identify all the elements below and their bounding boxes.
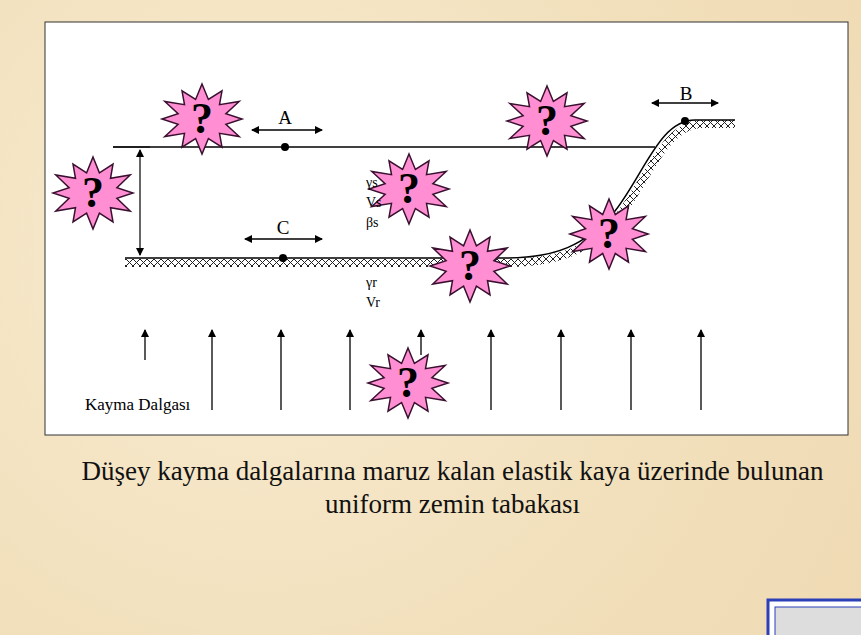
question-mark: ?	[425, 228, 515, 304]
dimension-tick	[113, 147, 150, 148]
question-mark: ?	[565, 197, 653, 271]
question-mark: ?	[363, 346, 453, 420]
motion-arrow-c	[245, 238, 322, 239]
question-burst: ?	[425, 228, 515, 304]
figure-caption: Düşey kayma dalgalarına maruz kalan elas…	[60, 455, 845, 521]
property-symbol: Vr	[366, 296, 380, 310]
point-a	[281, 143, 289, 151]
motion-arrow-a	[252, 129, 322, 130]
point-label: C	[277, 218, 290, 237]
property-symbol: γs	[366, 176, 378, 190]
point-b	[681, 117, 689, 125]
point-label: B	[680, 84, 693, 103]
question-burst: ?	[157, 82, 247, 156]
question-mark: ?	[48, 155, 138, 231]
wave-label: Kayma Dalgası	[85, 396, 190, 413]
point-label: A	[278, 108, 292, 127]
property-symbol: Vs	[366, 196, 382, 210]
property-symbol: βs	[366, 216, 379, 230]
question-burst: ?	[48, 155, 138, 231]
dimension-line	[139, 150, 140, 255]
question-burst: ?	[502, 84, 592, 158]
question-mark: ?	[157, 82, 247, 156]
nav-button	[768, 600, 861, 635]
question-burst: ?	[565, 197, 653, 271]
question-burst: ?	[363, 346, 453, 420]
point-c	[279, 254, 287, 262]
question-mark: ?	[502, 84, 592, 158]
property-symbol: γr	[366, 276, 377, 290]
bedrock-hatching	[125, 124, 735, 267]
ground-surface	[113, 146, 655, 147]
figure-panel	[45, 22, 848, 435]
